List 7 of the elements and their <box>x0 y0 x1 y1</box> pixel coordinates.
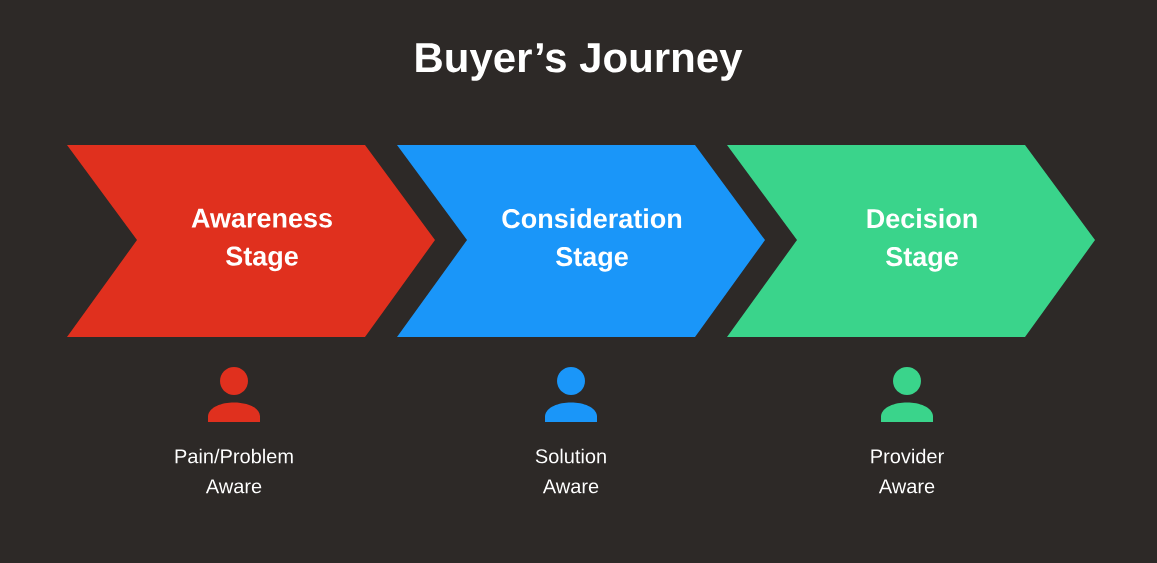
caption: Provider Aware <box>871 448 944 494</box>
title: Buyer’s Journey <box>416 43 743 81</box>
caption: Pain/Problem Aware <box>175 448 293 494</box>
caption: Solution Aware <box>535 448 606 494</box>
stage-banner: Consideration Stage <box>397 145 765 337</box>
stage-banner: Decision Stage <box>727 145 1095 337</box>
stage-banner: Awareness Stage <box>67 145 435 337</box>
